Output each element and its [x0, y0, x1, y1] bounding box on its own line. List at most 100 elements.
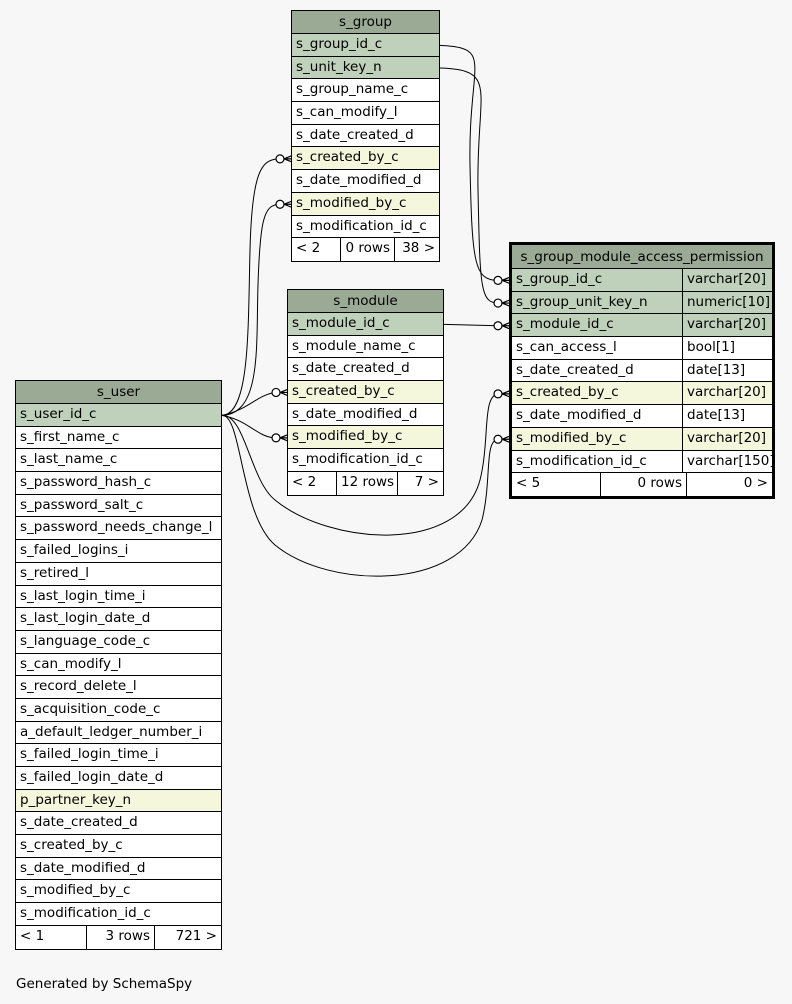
column-row[interactable]: s_first_name_c [16, 427, 221, 450]
column-name: s_created_by_c [20, 837, 123, 854]
column-name: s_date_modified_d [292, 405, 418, 422]
column-row[interactable]: s_modified_by_c [16, 880, 221, 904]
parents-count[interactable]: < 5 [516, 475, 541, 492]
column-name: s_modification_id_c [292, 451, 423, 468]
column-name: s_modified_by_c [296, 194, 407, 211]
column-row[interactable]: s_created_by_c [292, 147, 439, 171]
table-title[interactable]: s_group [292, 11, 439, 34]
column-row[interactable]: s_date_created_d [16, 812, 221, 836]
column-row[interactable]: s_password_salt_c [16, 495, 221, 518]
column-name: s_acquisition_code_c [20, 700, 161, 717]
column-name: s_date_modified_d [20, 859, 146, 876]
column-row[interactable]: s_modified_by_c [292, 192, 439, 216]
column-row[interactable]: s_group_name_c [292, 79, 439, 103]
column-row[interactable]: s_modification_id_c [288, 449, 443, 472]
column-row[interactable]: s_can_modify_l [16, 654, 221, 677]
column-row[interactable]: s_modification_id_c [292, 216, 439, 239]
column-row[interactable]: s_password_hash_c [16, 472, 221, 495]
relationship-line [439, 67, 499, 304]
row-count[interactable]: 0 rows [340, 238, 394, 261]
column-row[interactable]: s_group_id_c [292, 34, 439, 57]
column-row[interactable]: s_failed_login_date_d [16, 767, 221, 790]
parents-count[interactable]: < 1 [20, 927, 45, 944]
children-count[interactable]: 7 > [397, 471, 443, 495]
column-name: s_date_created_d [296, 126, 414, 143]
column-row[interactable]: s_created_by_c [16, 835, 221, 858]
column-row[interactable]: s_can_modify_l [292, 102, 439, 125]
row-count[interactable]: 3 rows [86, 925, 154, 949]
column-name: s_module_id_c [516, 316, 614, 333]
row-count[interactable]: 0 rows [600, 473, 686, 496]
column-row[interactable]: s_unit_key_n [292, 56, 439, 80]
column-row[interactable]: s_last_login_date_d [16, 608, 221, 631]
relationship-line [221, 203, 279, 416]
column-name: s_can_modify_l [296, 104, 398, 121]
column-row[interactable]: s_created_by_c [288, 381, 443, 404]
children-count[interactable]: 0 > [686, 473, 772, 496]
column-name: s_can_modify_l [20, 655, 122, 672]
column-row[interactable]: s_date_modified_d [292, 170, 439, 193]
row-count[interactable]: 12 rows [336, 471, 397, 495]
column-row[interactable]: s_modification_id_c [16, 903, 221, 926]
column-name: s_modified_by_c [516, 429, 627, 446]
children-count[interactable]: 38 > [394, 238, 439, 261]
column-row[interactable]: s_date_created_d [292, 125, 439, 148]
column-name: s_last_login_time_i [20, 587, 146, 604]
column-name: s_module_id_c [292, 315, 390, 331]
column-row[interactable]: s_language_code_c [16, 631, 221, 654]
column-name: s_language_code_c [20, 632, 151, 649]
relationship-line [221, 158, 279, 416]
column-name: s_group_id_c [516, 271, 603, 287]
column-row[interactable]: s_failed_login_time_i [16, 744, 221, 767]
column-row[interactable]: s_module_name_c [288, 336, 443, 359]
column-type: varchar[20] [682, 382, 772, 405]
column-row[interactable]: s_created_by_c varchar[20] [512, 382, 772, 406]
table-title[interactable]: s_user [16, 381, 221, 404]
column-row[interactable]: s_acquisition_code_c [16, 699, 221, 722]
relationship-line [439, 44, 499, 281]
column-name: s_modified_by_c [292, 428, 403, 445]
column-row[interactable]: s_password_needs_change_l [16, 517, 221, 541]
column-row[interactable]: s_user_id_c [16, 404, 221, 427]
parents-count[interactable]: < 2 [296, 240, 321, 257]
column-row[interactable]: s_retired_l [16, 563, 221, 586]
children-count[interactable]: 721 > [154, 925, 221, 949]
column-name: s_modification_id_c [296, 217, 427, 234]
column-name: s_failed_login_date_d [20, 769, 164, 785]
column-row[interactable]: p_partner_key_n [16, 789, 221, 813]
optional-circle-marker [271, 433, 281, 443]
column-row[interactable]: s_record_delete_l [16, 676, 221, 699]
column-row[interactable]: s_module_id_c [288, 313, 443, 336]
column-name: s_created_by_c [516, 384, 619, 401]
parents-count[interactable]: < 2 [292, 473, 317, 490]
column-row[interactable]: a_default_ledger_number_i [16, 722, 221, 745]
column-row[interactable]: s_date_created_d [288, 358, 443, 382]
column-name: s_group_id_c [296, 36, 383, 52]
table-title[interactable]: s_module [288, 290, 443, 313]
column-row[interactable]: s_date_modified_d [288, 404, 443, 427]
column-row[interactable]: s_last_name_c [16, 449, 221, 473]
column-type: date[13] [682, 405, 772, 427]
column-row[interactable]: s_date_modified_d [16, 858, 221, 881]
column-row[interactable]: s_last_login_time_i [16, 586, 221, 609]
column-name: s_password_needs_change_l [20, 519, 213, 536]
column-name: s_created_by_c [292, 383, 395, 400]
column-row[interactable]: s_modified_by_c [288, 426, 443, 450]
table-title[interactable]: s_group_module_access_permission [512, 245, 772, 269]
column-row[interactable]: s_failed_logins_i [16, 540, 221, 563]
